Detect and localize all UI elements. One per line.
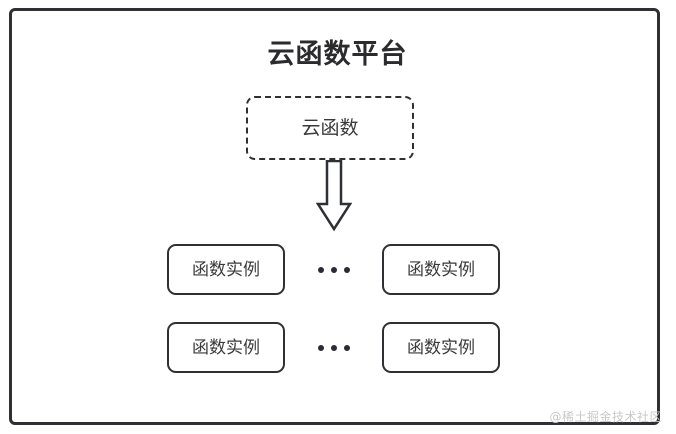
ellipsis-dot <box>343 266 350 273</box>
ellipsis-dot <box>330 344 337 351</box>
cloud-function-node: 云函数 <box>246 96 414 160</box>
ellipsis-dot <box>317 266 324 273</box>
ellipsis-dot <box>317 344 324 351</box>
function-instance-box: 函数实例 <box>167 244 285 295</box>
cloud-function-label: 云函数 <box>301 117 359 139</box>
ellipsis-icon <box>317 244 350 295</box>
ellipsis-dot <box>330 266 337 273</box>
function-instance-box: 函数实例 <box>382 322 500 373</box>
function-instance-label: 函数实例 <box>407 337 475 358</box>
instance-row: 函数实例 函数实例 <box>167 322 500 373</box>
function-instance-label: 函数实例 <box>407 259 475 280</box>
ellipsis-dot <box>343 344 350 351</box>
function-instance-label: 函数实例 <box>192 337 260 358</box>
instance-row: 函数实例 函数实例 <box>167 244 500 295</box>
function-instance-label: 函数实例 <box>192 259 260 280</box>
function-instance-box: 函数实例 <box>382 244 500 295</box>
watermark: @稀土掘金技术社区 <box>549 410 662 424</box>
down-block-arrow-icon <box>315 159 353 232</box>
function-instance-box: 函数实例 <box>167 322 285 373</box>
page-title: 云函数平台 <box>267 39 408 70</box>
ellipsis-icon <box>317 322 350 373</box>
